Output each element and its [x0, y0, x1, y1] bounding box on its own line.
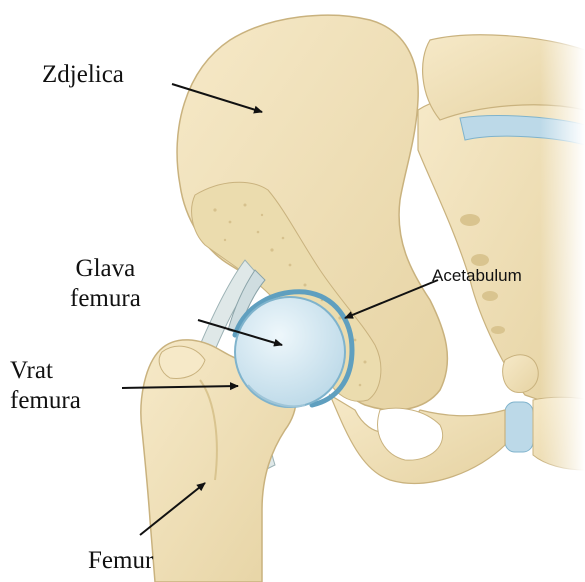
pubic-symphysis-disc	[505, 402, 533, 452]
acetabulum-label-text: Acetabulum	[432, 266, 522, 285]
femoral-head-label: Glava femura	[70, 254, 141, 314]
femur-label-text: Femur	[88, 547, 153, 574]
pelvis-label: Zdjelica	[42, 60, 124, 90]
femoral-neck-label-line1: Vrat	[10, 356, 81, 386]
pelvis-label-text: Zdjelica	[42, 61, 124, 88]
femoral-neck-label-line2: femura	[10, 386, 81, 416]
acetabulum-label: Acetabulum	[432, 266, 522, 286]
femoral-head-label-line2: femura	[70, 284, 141, 314]
femoral-head-shape	[235, 297, 345, 407]
femur-label: Femur	[88, 546, 153, 576]
femoral-neck-label: Vrat femura	[10, 356, 81, 416]
femoral-head-label-line1: Glava	[70, 254, 141, 284]
